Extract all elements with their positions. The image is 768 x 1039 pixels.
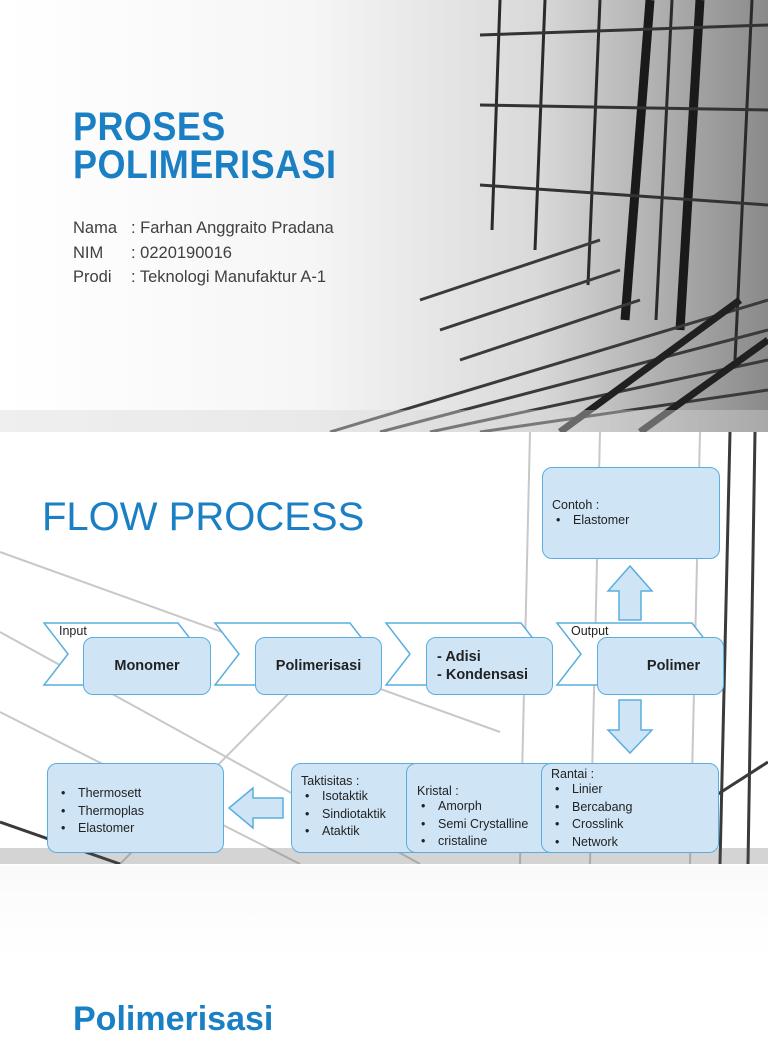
info-key: NIM: [73, 243, 104, 262]
step-polimer: Polimer: [597, 637, 724, 695]
list-item: Elastomer: [552, 512, 719, 530]
list-item: Bercabang: [551, 799, 718, 817]
title-line-1: PROSES: [73, 105, 226, 149]
polimerisasi-slide: [0, 866, 768, 1024]
info-row-nama: Nama : Farhan Anggraito Pradana: [73, 216, 334, 241]
taktisitas-heading: Taktisitas :: [301, 774, 360, 788]
step-label: Polimerisasi: [275, 658, 362, 674]
down-arrow-icon: [606, 699, 654, 755]
kristal-list: Amorph Semi Crystalline cristaline: [417, 798, 565, 851]
polimerisasi-title: Polimerisasi: [73, 1000, 274, 1038]
info-value: : Teknologi Manufaktur A-1: [131, 268, 327, 286]
slide-divider: [0, 864, 768, 866]
step-label-kondensasi: - Kondensasi: [437, 667, 529, 683]
list-item: cristaline: [417, 833, 565, 851]
kristal-box: Kristal : Amorph Semi Crystalline crista…: [406, 763, 566, 853]
title-line-2: POLIMERISASI: [73, 143, 337, 187]
step-monomer: Monomer: [83, 637, 211, 695]
info-key: Nama: [73, 219, 118, 237]
input-label: Input: [59, 624, 87, 638]
flow-process-title: FLOW PROCESS: [42, 495, 365, 539]
title-slide: PROSES POLIMERISASI Nama : Farhan Anggra…: [0, 0, 768, 432]
list-item: Network: [551, 834, 718, 852]
list-item: Thermoplas: [57, 803, 223, 821]
list-item: Linier: [551, 781, 718, 799]
info-row-nim: NIM : 0220190016: [73, 241, 334, 266]
contoh-heading: Contoh :: [552, 498, 600, 512]
jenis-polimer-box: Thermosett Thermoplas Elastomer: [47, 763, 224, 853]
left-arrow-icon: [227, 786, 284, 830]
contoh-box: Contoh : Elastomer: [542, 467, 720, 559]
step-label: Monomer: [114, 658, 180, 674]
contoh-list: Elastomer: [552, 512, 719, 530]
step-reaksi: - Adisi - Kondensasi: [426, 637, 553, 695]
author-info: Nama : Farhan Anggraito Pradana NIM : 02…: [73, 216, 334, 290]
rantai-box: Rantai : Linier Bercabang Crosslink Netw…: [541, 763, 719, 853]
output-label: Output: [571, 624, 609, 638]
list-item: Crosslink: [551, 816, 718, 834]
rantai-list: Linier Bercabang Crosslink Network: [551, 781, 718, 851]
building-background-image: [0, 0, 768, 432]
taktisitas-list: Isotaktik Sindiotaktik Ataktik: [301, 788, 430, 841]
info-value: : Farhan Anggraito Pradana: [131, 219, 334, 237]
list-item: Amorph: [417, 798, 565, 816]
info-row-prodi: Prodi : Teknologi Manufaktur A-1: [73, 265, 334, 290]
rantai-heading: Rantai :: [551, 767, 595, 781]
info-value: : 0220190016: [131, 243, 232, 262]
info-key: Prodi: [73, 268, 112, 286]
list-item: Sindiotaktik: [301, 806, 430, 824]
list-item: Semi Crystalline: [417, 816, 565, 834]
list-item: Thermosett: [57, 785, 223, 803]
step-label-adisi: - Adisi: [437, 649, 481, 665]
presentation-title: PROSES POLIMERISASI: [73, 105, 337, 187]
up-arrow-icon: [606, 564, 654, 621]
step-label: Polimer: [646, 658, 701, 674]
list-item: Ataktik: [301, 823, 430, 841]
list-item: Isotaktik: [301, 788, 430, 806]
kristal-heading: Kristal :: [417, 784, 459, 798]
list-item: Elastomer: [57, 820, 223, 838]
step-polimerisasi: Polimerisasi: [255, 637, 382, 695]
jenis-list: Thermosett Thermoplas Elastomer: [57, 785, 223, 838]
